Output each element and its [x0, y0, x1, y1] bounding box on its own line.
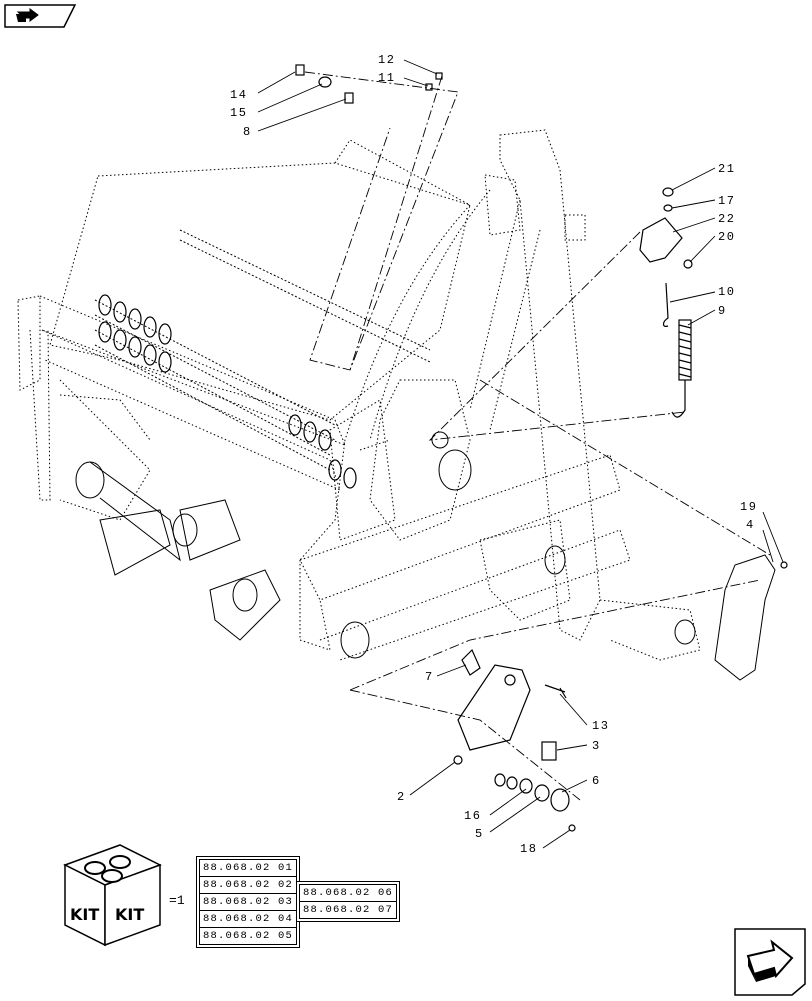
- callout-2: 2: [397, 790, 406, 804]
- kit-table-2: 88.068.02 06 88.068.02 07: [296, 881, 401, 922]
- previous-page-button[interactable]: [4, 4, 77, 28]
- next-page-arrow-icon: [734, 928, 806, 996]
- hardware-parts: [295, 64, 788, 832]
- callout-3: 3: [592, 739, 601, 753]
- callout-16: 16: [464, 809, 481, 823]
- kit-ref[interactable]: 88.068.02 03: [198, 893, 298, 911]
- kit-ref[interactable]: 88.068.02 06: [298, 884, 398, 902]
- callout-leaders: [257, 59, 784, 849]
- callout-4: 4: [746, 518, 755, 532]
- kit-table-1: 88.068.02 01 88.068.02 02 88.068.02 03 8…: [196, 856, 301, 948]
- callout-12: 12: [378, 53, 395, 67]
- kit-label-left: KIT: [70, 905, 99, 924]
- callout-5: 5: [475, 827, 484, 841]
- main-frame-outline: [17, 129, 701, 661]
- assembly-centerlines: [304, 71, 771, 801]
- feeder-hubs: [75, 431, 696, 659]
- callout-22: 22: [718, 212, 735, 226]
- return-arrow-icon: [4, 4, 77, 28]
- callout-10: 10: [718, 285, 735, 299]
- kit-equals-sign: =: [169, 893, 177, 908]
- callout-19: 19: [740, 500, 757, 514]
- callout-6: 6: [592, 774, 601, 788]
- tension-spring: [671, 319, 692, 418]
- kit-ref[interactable]: 88.068.02 07: [298, 901, 398, 919]
- callout-labels: 14 15 8 12 11 21 17 22 20 10 9 19 4 7 13…: [230, 53, 757, 856]
- kit-ref[interactable]: 88.068.02 04: [198, 910, 298, 928]
- kit-ref[interactable]: 88.068.02 01: [198, 859, 298, 877]
- callout-13: 13: [592, 719, 609, 733]
- callout-15: 15: [230, 106, 247, 120]
- callout-8: 8: [243, 125, 252, 139]
- kit-box-icon: KIT KIT: [63, 844, 162, 947]
- kit-equals: =1: [169, 893, 185, 908]
- callout-7: 7: [425, 670, 434, 684]
- kit-label-right: KIT: [115, 905, 144, 924]
- kit-ref[interactable]: 88.068.02 05: [198, 927, 298, 945]
- callout-11: 11: [378, 71, 395, 85]
- roller-cylinders: [98, 294, 357, 489]
- callout-9: 9: [718, 304, 727, 318]
- next-page-button[interactable]: [734, 928, 806, 996]
- kit-quantity: 1: [176, 893, 185, 908]
- roller-assembly: [94, 229, 431, 471]
- callout-17: 17: [718, 194, 735, 208]
- kit-ref[interactable]: 88.068.02 02: [198, 876, 298, 894]
- callout-14: 14: [230, 88, 247, 102]
- callout-21: 21: [718, 162, 735, 176]
- callout-20: 20: [718, 230, 735, 244]
- callout-18: 18: [520, 842, 537, 856]
